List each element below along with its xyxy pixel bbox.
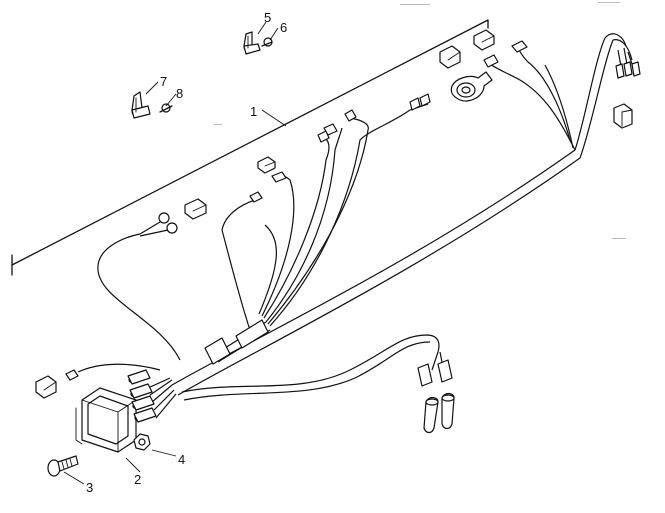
round-connector: [450, 71, 493, 102]
spade-terminal-3: [344, 109, 357, 122]
connector-lower-right: [417, 359, 453, 387]
insulating-sleeves: [423, 392, 455, 434]
connector-top-left-1: [184, 198, 207, 220]
connector-upper-mid: [323, 123, 338, 136]
connector-right-end: [483, 54, 499, 68]
main-wire-harness: [35, 29, 641, 434]
callout-3: 3: [86, 480, 93, 495]
connector-top-right-1: [439, 45, 461, 69]
connector-top-right-2: [473, 29, 495, 51]
callout-1: 1: [250, 104, 257, 119]
callout-5: 5: [264, 10, 271, 25]
scan-noise: [214, 2, 626, 239]
ring-terminals: [158, 212, 178, 234]
reference-line: [11, 19, 489, 276]
callout-8: 8: [176, 86, 183, 101]
spade-pair-top: [409, 93, 431, 111]
callout-4: 4: [178, 452, 185, 467]
terminal-studs: [127, 369, 157, 423]
nut: [133, 433, 151, 451]
connector-loose-right: [613, 103, 633, 129]
screw: [47, 455, 79, 477]
leader-lines: [63, 21, 287, 485]
spade-terminal-1: [249, 191, 263, 203]
bolt-lower: [159, 103, 173, 113]
callout-7: 7: [160, 74, 167, 89]
spade-terminal-2: [317, 130, 330, 143]
wire-clamp-lower: [131, 91, 151, 119]
connector-right-small: [511, 40, 528, 53]
wire-clamp-upper: [243, 31, 261, 55]
connector-left: [35, 369, 79, 399]
terminals-right: [615, 61, 641, 79]
callout-2: 2: [134, 472, 141, 487]
connector-top-left-2: [257, 156, 276, 174]
callout-6: 6: [280, 20, 287, 35]
callout-numbers: 1 2 3 4 5 6 7 8: [86, 10, 287, 495]
connector-mid: [271, 171, 287, 183]
mounting-bracket: [75, 369, 157, 453]
